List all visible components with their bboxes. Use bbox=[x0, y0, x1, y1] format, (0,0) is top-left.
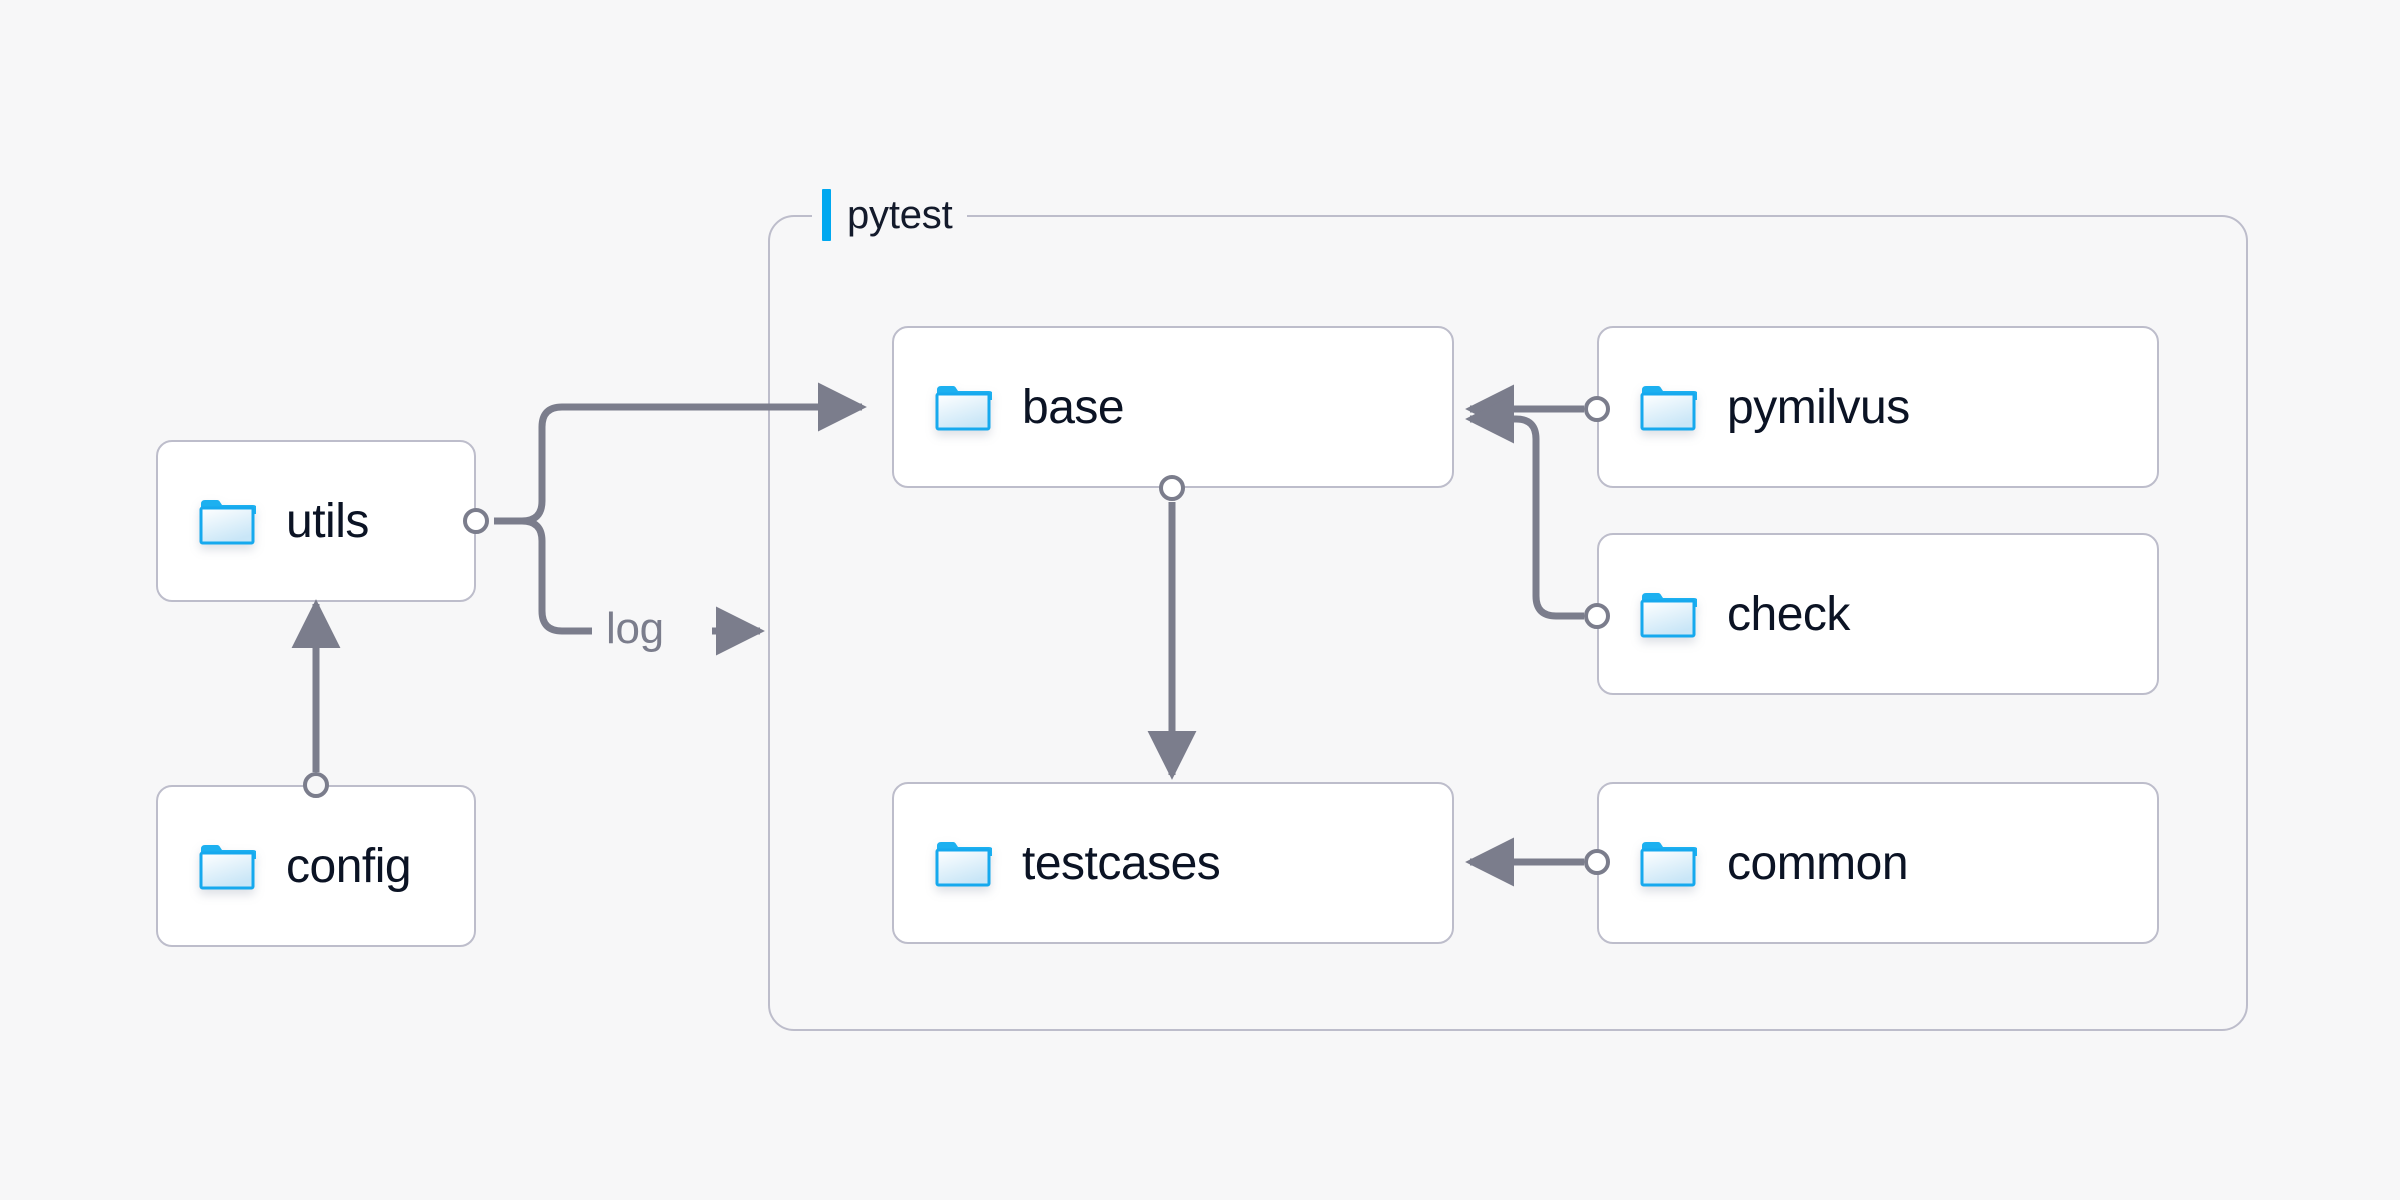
port-common-left[interactable] bbox=[1584, 849, 1610, 875]
folder-icon bbox=[1639, 589, 1697, 639]
port-utils-right[interactable] bbox=[463, 508, 489, 534]
port-config-top[interactable] bbox=[303, 772, 329, 798]
node-testcases[interactable]: testcases bbox=[892, 782, 1454, 944]
node-pymilvus[interactable]: pymilvus bbox=[1597, 326, 2159, 488]
group-title-pytest: pytest bbox=[812, 187, 967, 243]
folder-icon bbox=[198, 496, 256, 546]
folder-icon bbox=[934, 382, 992, 432]
group-title-label: pytest bbox=[847, 192, 953, 237]
node-label-testcases: testcases bbox=[1022, 836, 1221, 890]
edge-utils-to-log bbox=[494, 517, 592, 635]
folder-icon bbox=[934, 838, 992, 888]
node-label-common: common bbox=[1727, 836, 1909, 890]
node-base[interactable]: base bbox=[892, 326, 1454, 488]
node-check[interactable]: check bbox=[1597, 533, 2159, 695]
node-label-config: config bbox=[286, 839, 412, 893]
group-container-pytest bbox=[768, 215, 2248, 1031]
node-label-utils: utils bbox=[286, 494, 369, 548]
node-config[interactable]: config bbox=[156, 785, 476, 947]
folder-icon bbox=[1639, 382, 1697, 432]
edge-label-log-text: log bbox=[606, 604, 664, 653]
folder-icon bbox=[1639, 838, 1697, 888]
edge-label-log: log bbox=[598, 604, 672, 654]
folder-icon bbox=[198, 841, 256, 891]
port-check-left[interactable] bbox=[1584, 603, 1610, 629]
node-common[interactable]: common bbox=[1597, 782, 2159, 944]
node-label-check: check bbox=[1727, 587, 1850, 641]
group-accent-bar bbox=[822, 189, 831, 241]
port-base-bottom[interactable] bbox=[1159, 475, 1185, 501]
node-utils[interactable]: utils bbox=[156, 440, 476, 602]
node-label-pymilvus: pymilvus bbox=[1727, 380, 1910, 434]
node-label-base: base bbox=[1022, 380, 1125, 434]
port-pymilvus-left[interactable] bbox=[1584, 396, 1610, 422]
